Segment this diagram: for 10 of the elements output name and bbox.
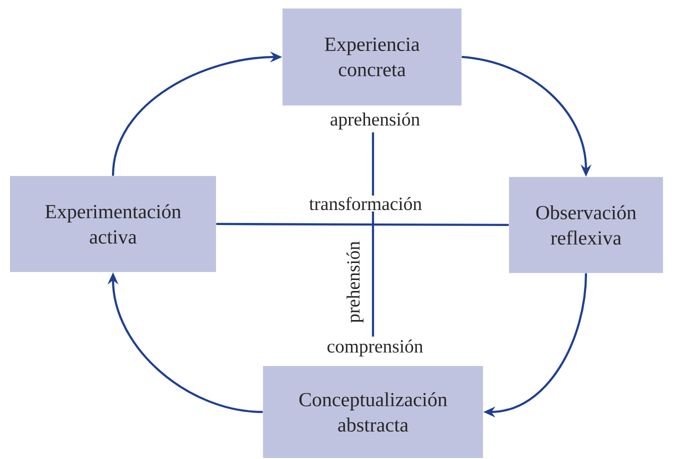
concept-box: Conceptualización abstracta bbox=[263, 366, 483, 458]
concept-box: Experiencia concreta bbox=[282, 8, 462, 106]
axis-label: aprehensión bbox=[330, 112, 420, 130]
concept-box: Experimentación activa bbox=[10, 176, 216, 272]
axis-line bbox=[372, 132, 374, 337]
axis-line bbox=[216, 222, 509, 226]
edge-label: prehensión bbox=[346, 241, 364, 323]
axis-label: comprensión bbox=[328, 340, 423, 356]
concept-box: Observación reflexiva bbox=[509, 177, 663, 273]
edge-label: transformación bbox=[308, 196, 424, 212]
